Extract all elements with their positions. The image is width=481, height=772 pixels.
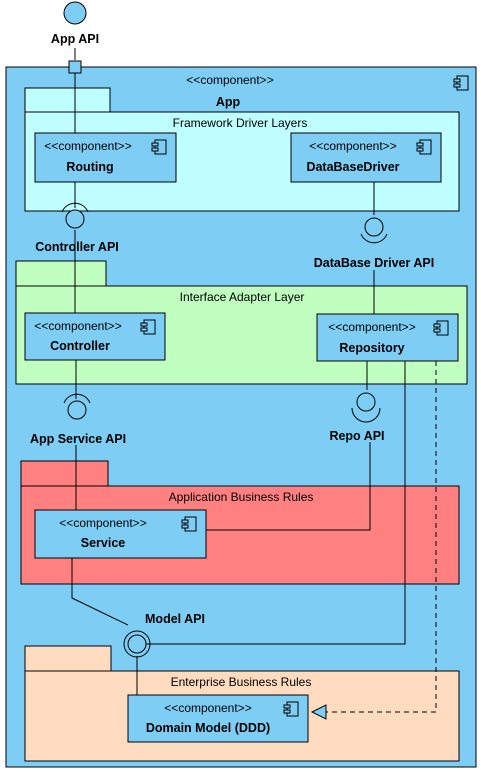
app-api-interface-icon bbox=[63, 1, 87, 25]
app-service-api-interface[interactable] bbox=[63, 393, 91, 420]
framework-package-label: Framework Driver Layers bbox=[173, 116, 308, 130]
service-stereotype: <<component>> bbox=[59, 516, 146, 530]
domain-model-component[interactable]: <<component>> Domain Model (DDD) bbox=[127, 694, 309, 743]
repository-component[interactable]: <<component>> Repository bbox=[316, 313, 459, 362]
controller-api-label: Controller API bbox=[35, 240, 119, 254]
routing-name: Routing bbox=[66, 160, 113, 174]
interface-package-label: Interface Adapter Layer bbox=[180, 290, 305, 304]
database-driver-api-interface[interactable] bbox=[360, 217, 388, 244]
database-driver-stereotype: <<component>> bbox=[309, 139, 396, 153]
model-api-interface[interactable] bbox=[123, 630, 151, 658]
app-stereotype: <<component>> bbox=[186, 73, 273, 87]
app-service-api-label: App Service API bbox=[30, 432, 126, 446]
enterprise-package-label: Enterprise Business Rules bbox=[171, 675, 312, 689]
service-component[interactable]: <<component>> Service bbox=[34, 509, 207, 559]
controller-stereotype: <<component>> bbox=[34, 319, 121, 333]
routing-component[interactable]: <<component>> Routing bbox=[34, 132, 177, 183]
database-driver-api-label: DataBase Driver API bbox=[314, 256, 434, 270]
domain-model-stereotype: <<component>> bbox=[164, 701, 251, 715]
repo-api-interface[interactable] bbox=[351, 392, 381, 423]
service-name: Service bbox=[81, 536, 126, 550]
repository-domain-dependency bbox=[310, 361, 437, 720]
repo-api-label: Repo API bbox=[329, 429, 384, 443]
model-api-label: Model API bbox=[145, 612, 205, 626]
controller-api-interface[interactable] bbox=[61, 202, 89, 229]
repository-stereotype: <<component>> bbox=[328, 320, 415, 334]
domain-model-name: Domain Model (DDD) bbox=[146, 721, 270, 735]
controller-component[interactable]: <<component>> Controller bbox=[24, 312, 166, 361]
database-driver-name: DataBaseDriver bbox=[306, 160, 399, 174]
application-package-label: Application Business Rules bbox=[169, 490, 314, 504]
app-api-port[interactable] bbox=[68, 60, 82, 74]
app-api-label: App API bbox=[51, 32, 99, 46]
routing-stereotype: <<component>> bbox=[44, 139, 131, 153]
controller-name: Controller bbox=[50, 339, 110, 353]
repository-name: Repository bbox=[339, 341, 404, 355]
app-name: App bbox=[216, 95, 241, 109]
database-driver-component[interactable]: <<component>> DataBaseDriver bbox=[290, 132, 442, 183]
